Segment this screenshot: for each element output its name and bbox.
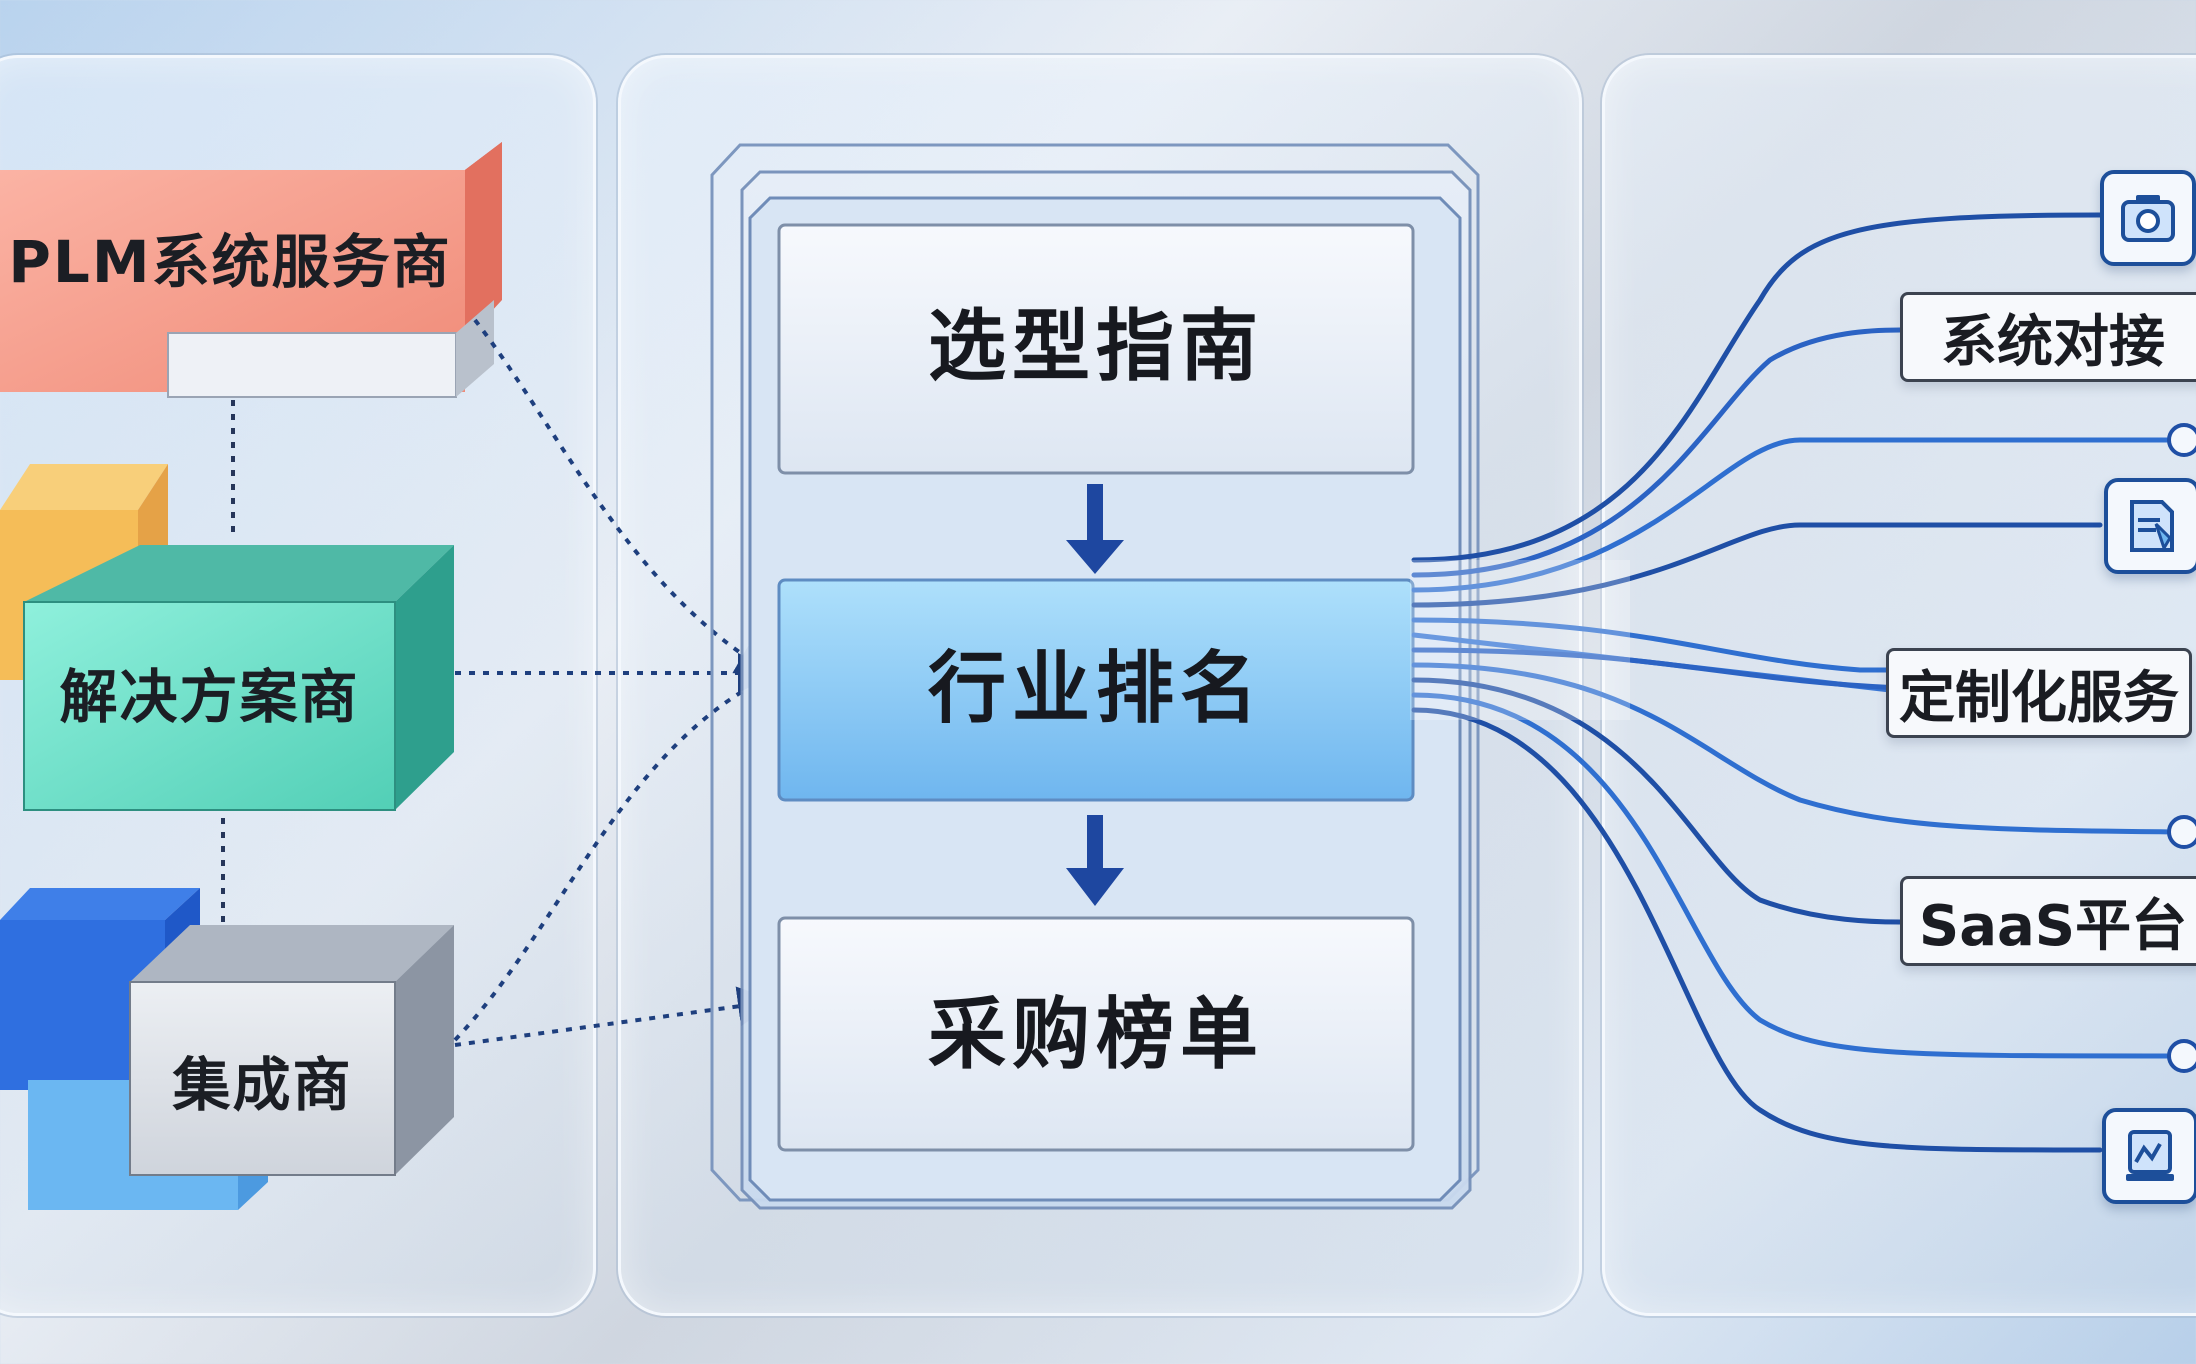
down-arrows xyxy=(1066,484,1124,906)
plm-provider-box xyxy=(0,142,502,398)
steps-stack xyxy=(710,143,1480,1210)
integrator-label: 集成商 xyxy=(172,1051,353,1119)
camera-icon xyxy=(2100,170,2196,266)
document-icon xyxy=(2104,478,2196,574)
step-industry-ranking: 行业排名 xyxy=(927,644,1264,734)
solution-provider-box xyxy=(23,545,454,811)
step-selection-guide: 选型指南 xyxy=(927,302,1264,392)
fanout-lines xyxy=(1411,212,2183,1153)
integrator-box xyxy=(129,925,454,1176)
step-box-2 xyxy=(777,578,1415,802)
step-box-3 xyxy=(777,916,1415,1152)
output-saas-platform: SaaS平台 xyxy=(1900,876,2196,966)
monitor-chart-icon xyxy=(2102,1108,2196,1204)
output-system-integration: 系统对接 xyxy=(1900,292,2196,382)
plm-provider-label: PLM系统服务商 xyxy=(8,228,452,296)
output-custom-service: 定制化服务 xyxy=(1886,648,2192,738)
step-procurement-list: 采购榜单 xyxy=(927,990,1264,1080)
step-box-1 xyxy=(777,223,1415,475)
endpoint-node-1 xyxy=(2167,423,2196,457)
endpoint-node-3 xyxy=(2167,1039,2196,1073)
endpoint-node-2 xyxy=(2167,815,2196,849)
solution-provider-label: 解决方案商 xyxy=(59,663,360,731)
